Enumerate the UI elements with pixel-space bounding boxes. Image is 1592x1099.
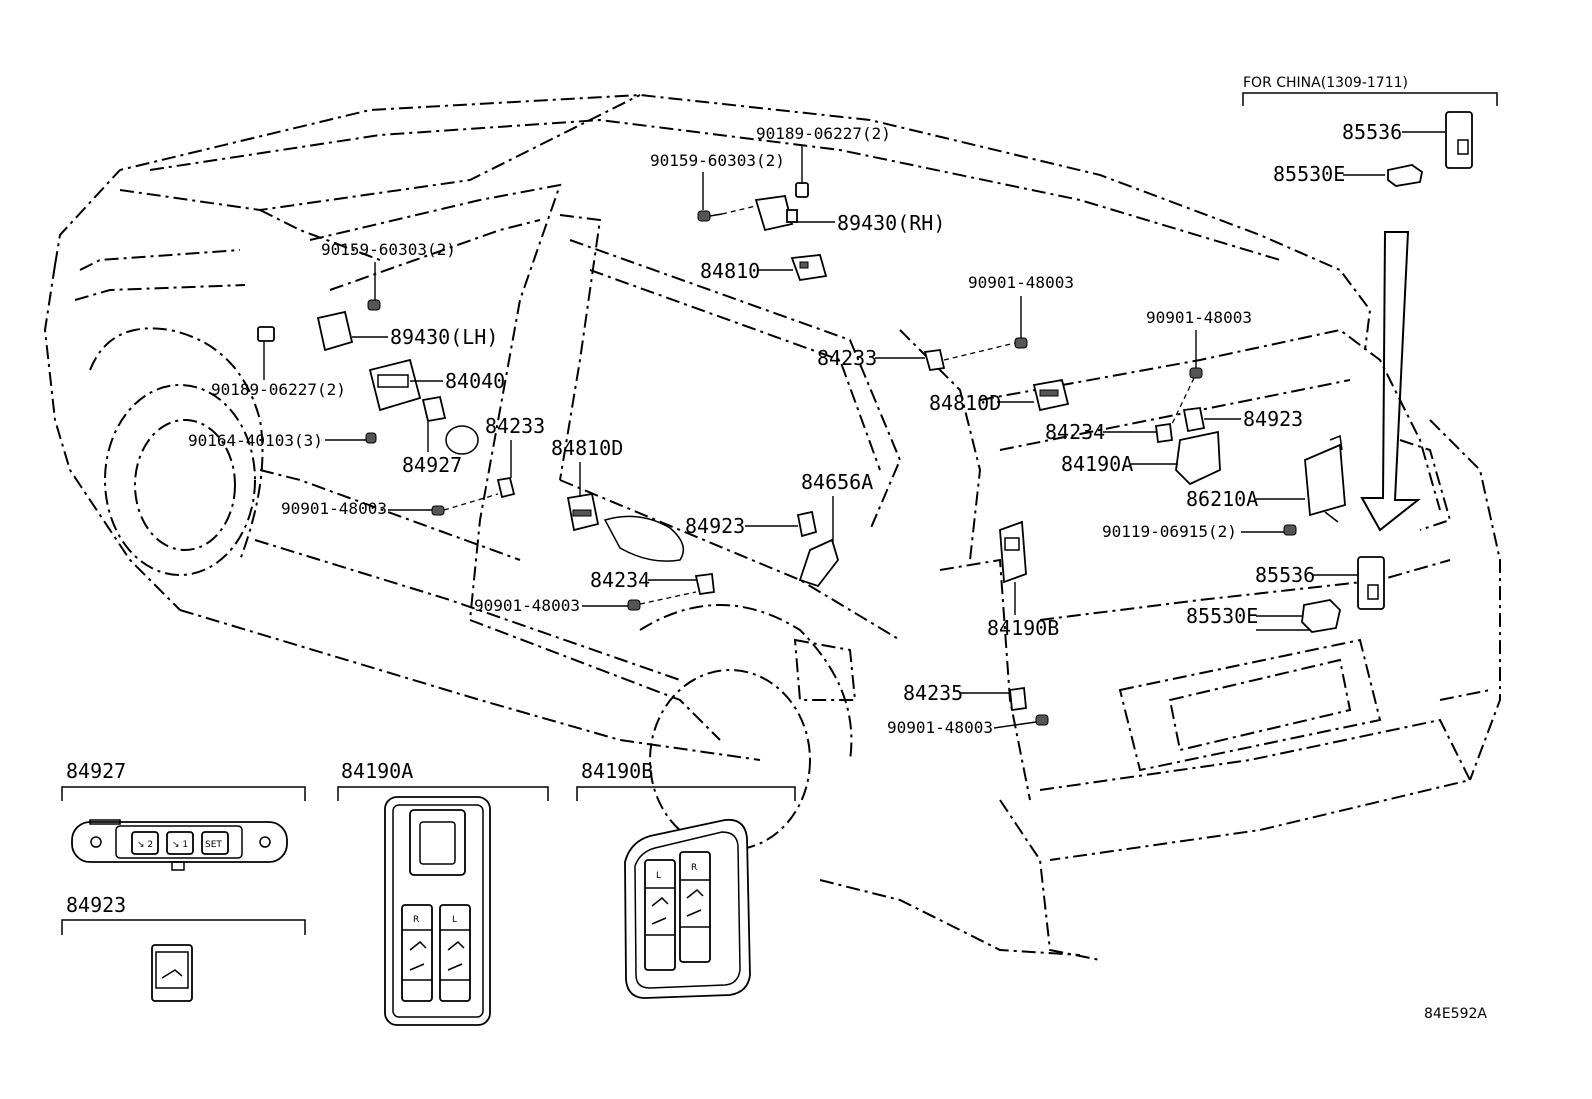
callout-90189-06227-top: 90189-06227(2) bbox=[756, 124, 891, 143]
vehicle-outline bbox=[43, 93, 1501, 961]
callout-84810d-b: 84810D bbox=[929, 391, 1001, 415]
callout-china-85536: 85536 bbox=[1342, 120, 1402, 144]
inset-84190a: 84190A R L bbox=[337, 759, 549, 1026]
screw-icon bbox=[697, 210, 723, 222]
callout-90901-48003-d: 90901-48003 bbox=[1146, 308, 1252, 327]
screw-icon bbox=[1035, 714, 1049, 726]
seat-memory-switch-icon: ↘ 2 ↘ 1 SET bbox=[71, 819, 288, 871]
svg-text:L: L bbox=[656, 871, 661, 881]
window-seat-switch-panel-icon: R L bbox=[384, 796, 491, 1026]
switch-84923-icon bbox=[796, 510, 818, 538]
inset-84190b: 84190B L R bbox=[576, 759, 796, 999]
inset-84923: 84923 bbox=[61, 893, 306, 1002]
callout-84234-a: 84234 bbox=[590, 568, 650, 592]
callout-84234-b: 84234 bbox=[1045, 420, 1105, 444]
callout-84810: 84810 bbox=[700, 259, 760, 283]
switch-84810-icon bbox=[790, 254, 828, 282]
switch-84810d-icon bbox=[566, 492, 600, 532]
memory-button-1 bbox=[166, 831, 194, 855]
callout-84190b: 84190B bbox=[987, 616, 1059, 640]
svg-text:R: R bbox=[691, 863, 697, 873]
door-handle-icon bbox=[603, 515, 685, 562]
screw-icon bbox=[627, 599, 641, 611]
bezel-84656a-icon bbox=[798, 538, 839, 588]
callout-90901-48003-b: 90901-48003 bbox=[474, 596, 580, 615]
outlet-cover-icon bbox=[1357, 556, 1385, 610]
svg-text:↘ 1: ↘ 1 bbox=[172, 840, 188, 850]
outlet-cover-icon bbox=[1445, 111, 1473, 169]
callout-84235: 84235 bbox=[903, 681, 963, 705]
window-seat-switch-panel-icon: L R bbox=[624, 818, 751, 999]
callout-84923-b: 84923 bbox=[1243, 407, 1303, 431]
courtesy-switch-icon bbox=[923, 348, 946, 372]
callout-84040: 84040 bbox=[445, 369, 505, 393]
seat-switch-icon bbox=[151, 944, 193, 1002]
callout-84656a: 84656A bbox=[801, 470, 873, 494]
memory-button-2 bbox=[131, 831, 159, 855]
svg-text:R: R bbox=[413, 915, 419, 925]
switch-84923-icon bbox=[1182, 407, 1206, 433]
callout-84923-a: 84923 bbox=[685, 514, 745, 538]
courtesy-switch-icon bbox=[496, 476, 516, 499]
courtesy-switch-icon bbox=[694, 572, 715, 596]
callout-84810d-a: 84810D bbox=[551, 436, 623, 460]
inset-84190a-title: 84190A bbox=[341, 759, 413, 783]
inset-84923-title: 84923 bbox=[66, 893, 126, 917]
callout-85536: 85536 bbox=[1255, 563, 1315, 587]
callout-china-85530e: 85530E bbox=[1273, 162, 1345, 186]
memory-set-button bbox=[201, 831, 229, 855]
callout-85530e: 85530E bbox=[1186, 604, 1258, 628]
svg-text:L: L bbox=[452, 915, 457, 925]
rear-view-arrow bbox=[1360, 231, 1421, 532]
callout-84233-b: 84233 bbox=[817, 346, 877, 370]
switch-84927-icon bbox=[421, 395, 479, 455]
callouts: 90189-06227(2) 90159-60303(2) 89430(RH) … bbox=[188, 124, 1358, 737]
screw-icon bbox=[1189, 367, 1203, 379]
callout-90119-06915: 90119-06915(2) bbox=[1102, 522, 1237, 541]
callout-90901-48003-c: 90901-48003 bbox=[968, 273, 1074, 292]
screw-icon bbox=[431, 505, 445, 516]
module-86210a-icon bbox=[1304, 434, 1346, 523]
power-outlet-icon bbox=[1301, 599, 1341, 633]
callout-89430-lh: 89430(LH) bbox=[390, 325, 498, 349]
switch-84040-icon bbox=[368, 358, 422, 412]
inset-84927: 84927 ↘ 2 ↘ 1 SET bbox=[61, 759, 306, 871]
callout-90159-60303-top: 90159-60303(2) bbox=[650, 151, 785, 170]
inset-84927-title: 84927 bbox=[66, 759, 126, 783]
power-outlet-icon bbox=[1387, 164, 1423, 187]
callout-84233-a: 84233 bbox=[485, 414, 545, 438]
screw-icon bbox=[1283, 524, 1297, 536]
callout-90901-48003-a: 90901-48003 bbox=[281, 499, 387, 518]
svg-text:↘ 2: ↘ 2 bbox=[137, 840, 153, 850]
diagram-code: 84E592A bbox=[1424, 1006, 1487, 1022]
courtesy-switch-icon bbox=[1154, 422, 1174, 444]
callout-90189-06227-left: 90189-06227(2) bbox=[211, 380, 346, 399]
sensor-rh-icon bbox=[754, 182, 809, 232]
switch-84810d-icon bbox=[1032, 378, 1070, 412]
sensor-lh-icon bbox=[257, 299, 381, 352]
china-variant-title: FOR CHINA(1309-1711) bbox=[1243, 75, 1408, 91]
china-variant-bracket bbox=[1242, 92, 1498, 106]
callout-84190a: 84190A bbox=[1061, 452, 1133, 476]
svg-text:SET: SET bbox=[205, 840, 222, 850]
callout-90159-60303-left: 90159-60303(2) bbox=[321, 240, 456, 259]
callout-90164-40103: 90164-40103(3) bbox=[188, 431, 323, 450]
callout-89430-rh: 89430(RH) bbox=[837, 211, 945, 235]
china-variant-group: FOR CHINA(1309-1711) 85536 85530E bbox=[1242, 75, 1498, 187]
callout-90901-48003-e: 90901-48003 bbox=[887, 718, 993, 737]
screw-icon bbox=[365, 432, 377, 444]
callout-86210a: 86210A bbox=[1186, 487, 1258, 511]
callout-84927: 84927 bbox=[402, 453, 462, 477]
window-switch-84190a-icon bbox=[1175, 430, 1221, 486]
courtesy-switch-icon bbox=[1009, 686, 1027, 712]
screw-icon bbox=[1014, 337, 1028, 349]
window-switch-84190b-icon bbox=[999, 520, 1027, 584]
inset-84190b-title: 84190B bbox=[581, 759, 653, 783]
